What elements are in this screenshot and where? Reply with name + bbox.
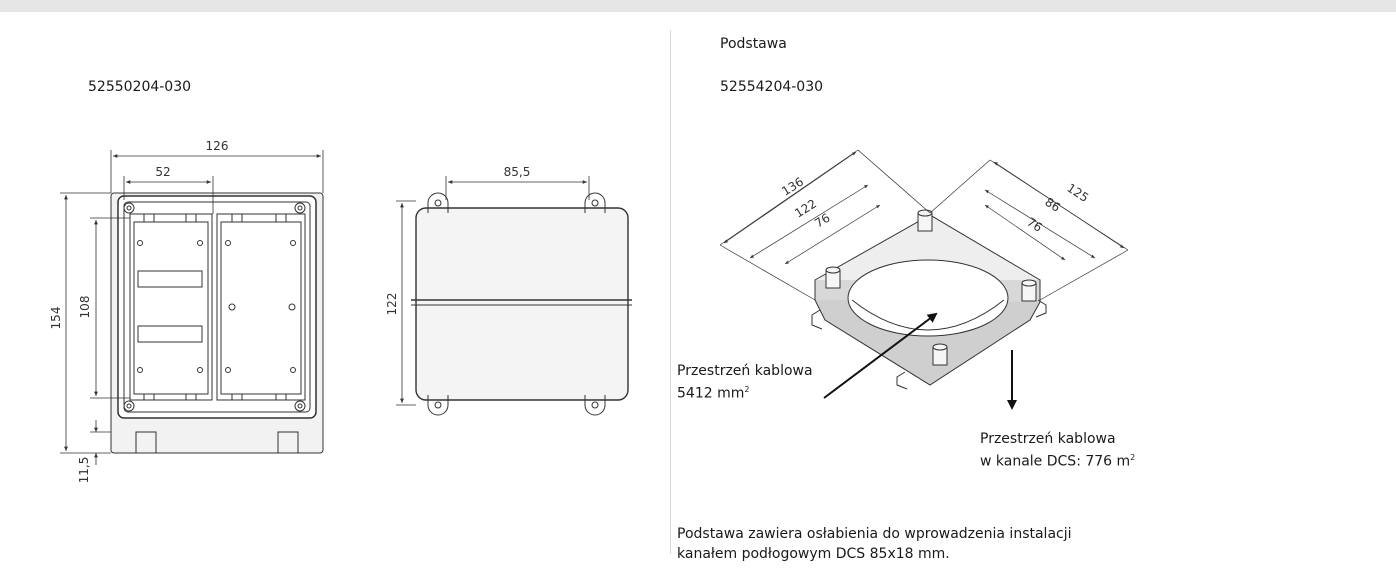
cable-duct-value: w kanale DCS: 776 m2: [980, 453, 1136, 470]
top-bar: [0, 0, 1396, 12]
front-dim-height: 154: [49, 307, 63, 330]
cable-space-value: 5412 mm2: [677, 385, 750, 402]
cable-duct-label: Przestrzeń kablowa: [980, 431, 1116, 447]
side-view-drawing: [396, 176, 632, 416]
column-divider: [670, 30, 671, 554]
front-dim-half-width: 52: [155, 165, 170, 179]
side-dim-height: 122: [385, 293, 399, 316]
cable-space-label: Przestrzeń kablowa: [677, 363, 813, 379]
left-part-number: 52550204-030: [88, 79, 192, 95]
front-view-drawing: [60, 150, 324, 465]
front-dim-width: 126: [206, 139, 229, 153]
iso-base-drawing: [719, 149, 1129, 390]
iso-dim-125: 125: [1064, 181, 1091, 205]
cable-space-arrow: [823, 312, 938, 399]
iso-dim-86: 86: [1042, 195, 1062, 215]
description-line-1: Podstawa zawiera osłabienia do wprowadze…: [677, 526, 1072, 542]
side-dim-width: 85,5: [504, 165, 531, 179]
front-dim-foot: 11,5: [77, 457, 91, 484]
iso-dim-76-left: 76: [812, 211, 832, 231]
description-line-2: kanałem podłogowym DCS 85x18 mm.: [677, 546, 950, 562]
front-dim-inner-height: 108: [78, 296, 92, 319]
right-part-number: 52554204-030: [720, 79, 824, 95]
iso-dim-76-right: 76: [1024, 215, 1044, 235]
description: Podstawa zawiera osłabienia do wprowadze…: [677, 524, 1072, 564]
right-title: Podstawa: [720, 36, 787, 52]
